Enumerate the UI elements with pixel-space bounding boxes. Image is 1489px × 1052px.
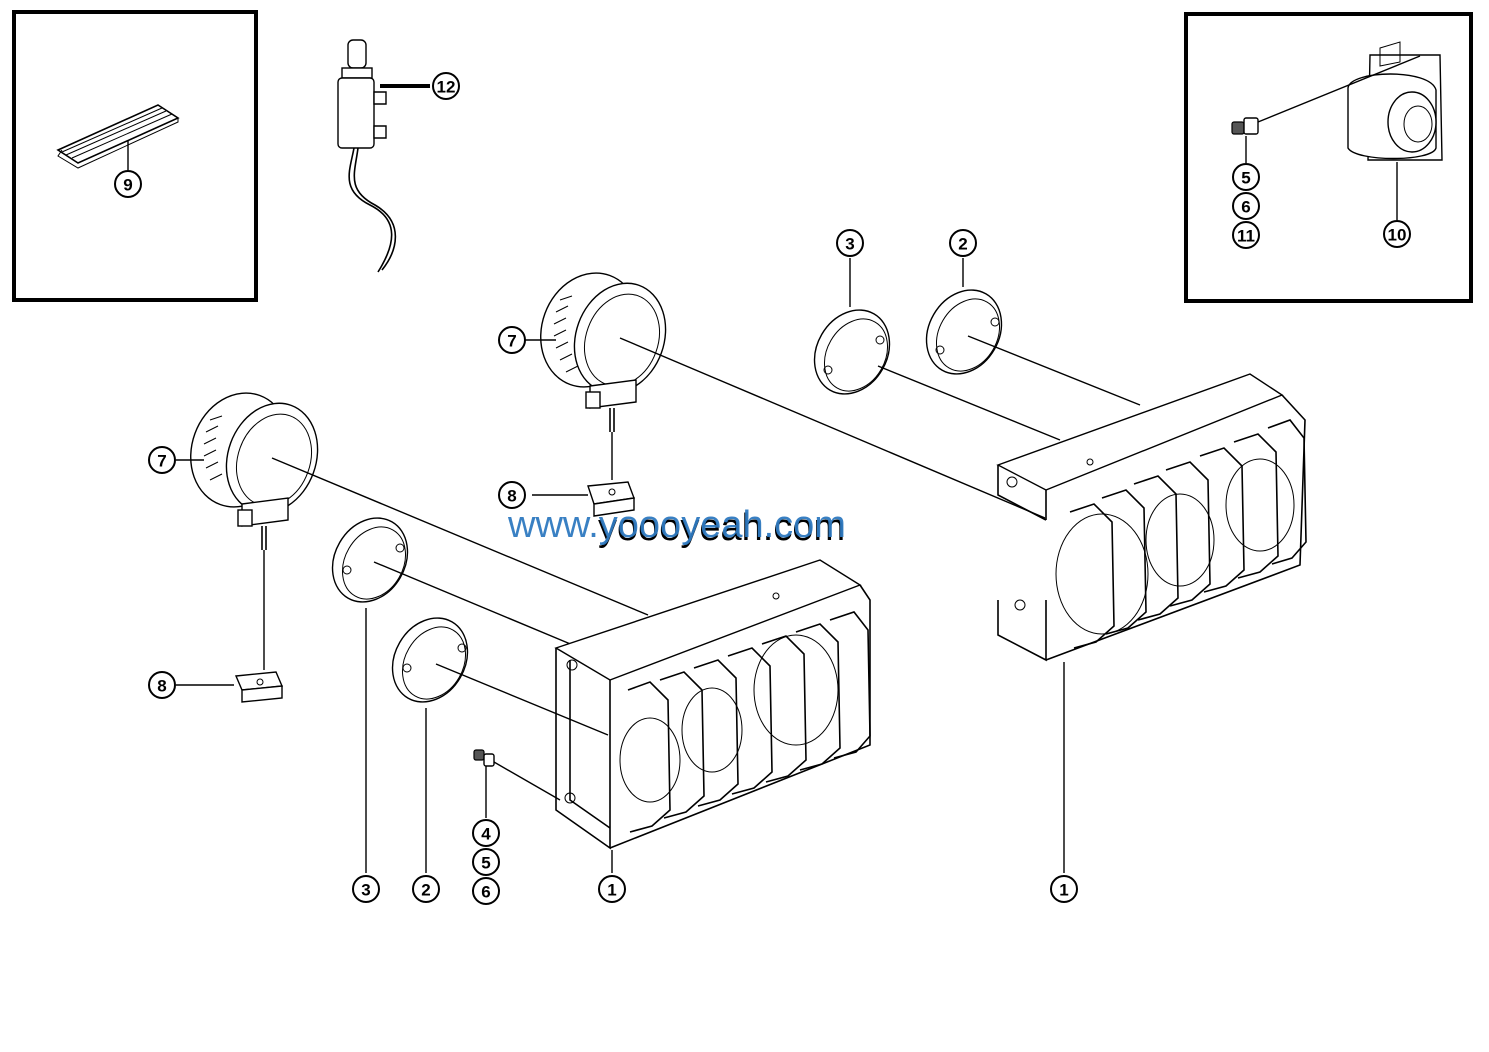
callout-2-lower-label: 2 xyxy=(421,881,430,900)
lens-cover-lower-3 xyxy=(331,517,581,873)
callout-3-lower: 3 xyxy=(352,875,380,903)
watermark-blue: www.yoooyeah.com xyxy=(507,504,846,546)
callout-1-lower: 1 xyxy=(598,875,626,903)
callout-6-lower: 6 xyxy=(472,877,500,905)
callout-1-lower-label: 1 xyxy=(607,881,616,900)
guard-bracket-lower xyxy=(554,559,871,873)
mount-block-lower xyxy=(176,671,284,703)
callout-2-lower: 2 xyxy=(412,875,440,903)
callout-7-lower-label: 7 xyxy=(157,452,166,471)
callout-8-upper: 8 xyxy=(498,481,526,509)
callout-6-inset-label: 6 xyxy=(1241,198,1250,217)
callout-12-label: 12 xyxy=(437,78,456,97)
callout-11: 11 xyxy=(1232,221,1260,249)
mount-block-upper xyxy=(532,481,635,517)
callout-3-upper-label: 3 xyxy=(845,235,854,254)
work-light-lower xyxy=(176,392,649,670)
callout-4: 4 xyxy=(472,819,500,847)
callout-5-inset: 5 xyxy=(1232,163,1260,191)
callout-8-lower-label: 8 xyxy=(157,677,166,696)
inset-box-left xyxy=(12,10,258,302)
callout-3-upper: 3 xyxy=(836,229,864,257)
work-light-upper xyxy=(520,272,1046,519)
callout-7-upper-label: 7 xyxy=(507,332,516,351)
lens-cover-upper-3 xyxy=(813,258,1061,441)
callout-9-label: 9 xyxy=(123,176,132,195)
watermark-black: yoooyeah.com xyxy=(598,507,845,549)
callout-8-lower: 8 xyxy=(148,671,176,699)
callout-2-upper: 2 xyxy=(949,229,977,257)
callout-9: 9 xyxy=(114,170,142,198)
lens-cover-lower-2 xyxy=(391,617,609,873)
switch-part xyxy=(337,39,430,273)
callout-3-lower-label: 3 xyxy=(361,881,370,900)
callout-1-upper-label: 1 xyxy=(1059,881,1068,900)
callout-5-lower-label: 5 xyxy=(481,854,490,873)
callout-12: 12 xyxy=(432,72,460,100)
callout-10: 10 xyxy=(1383,220,1411,248)
callout-2-upper-label: 2 xyxy=(958,235,967,254)
lens-cover-upper-2 xyxy=(925,258,1141,406)
guard-bracket-upper xyxy=(996,373,1307,873)
callout-8-upper-label: 8 xyxy=(507,487,516,506)
callout-4-label: 4 xyxy=(481,825,491,844)
callout-10-label: 10 xyxy=(1388,226,1407,245)
callout-6-lower-label: 6 xyxy=(481,883,490,902)
callout-1-upper: 1 xyxy=(1050,875,1078,903)
callout-11-label: 11 xyxy=(1237,227,1255,246)
callout-7-upper: 7 xyxy=(498,326,526,354)
bolt-lower xyxy=(473,749,561,818)
callout-7-lower: 7 xyxy=(148,446,176,474)
inset-box-right xyxy=(1184,12,1473,303)
callout-5-inset-label: 5 xyxy=(1241,169,1250,188)
callout-5-lower: 5 xyxy=(472,848,500,876)
rubber-strip-part xyxy=(56,104,180,170)
callout-6-inset: 6 xyxy=(1232,192,1260,220)
siren-part xyxy=(1231,41,1443,220)
